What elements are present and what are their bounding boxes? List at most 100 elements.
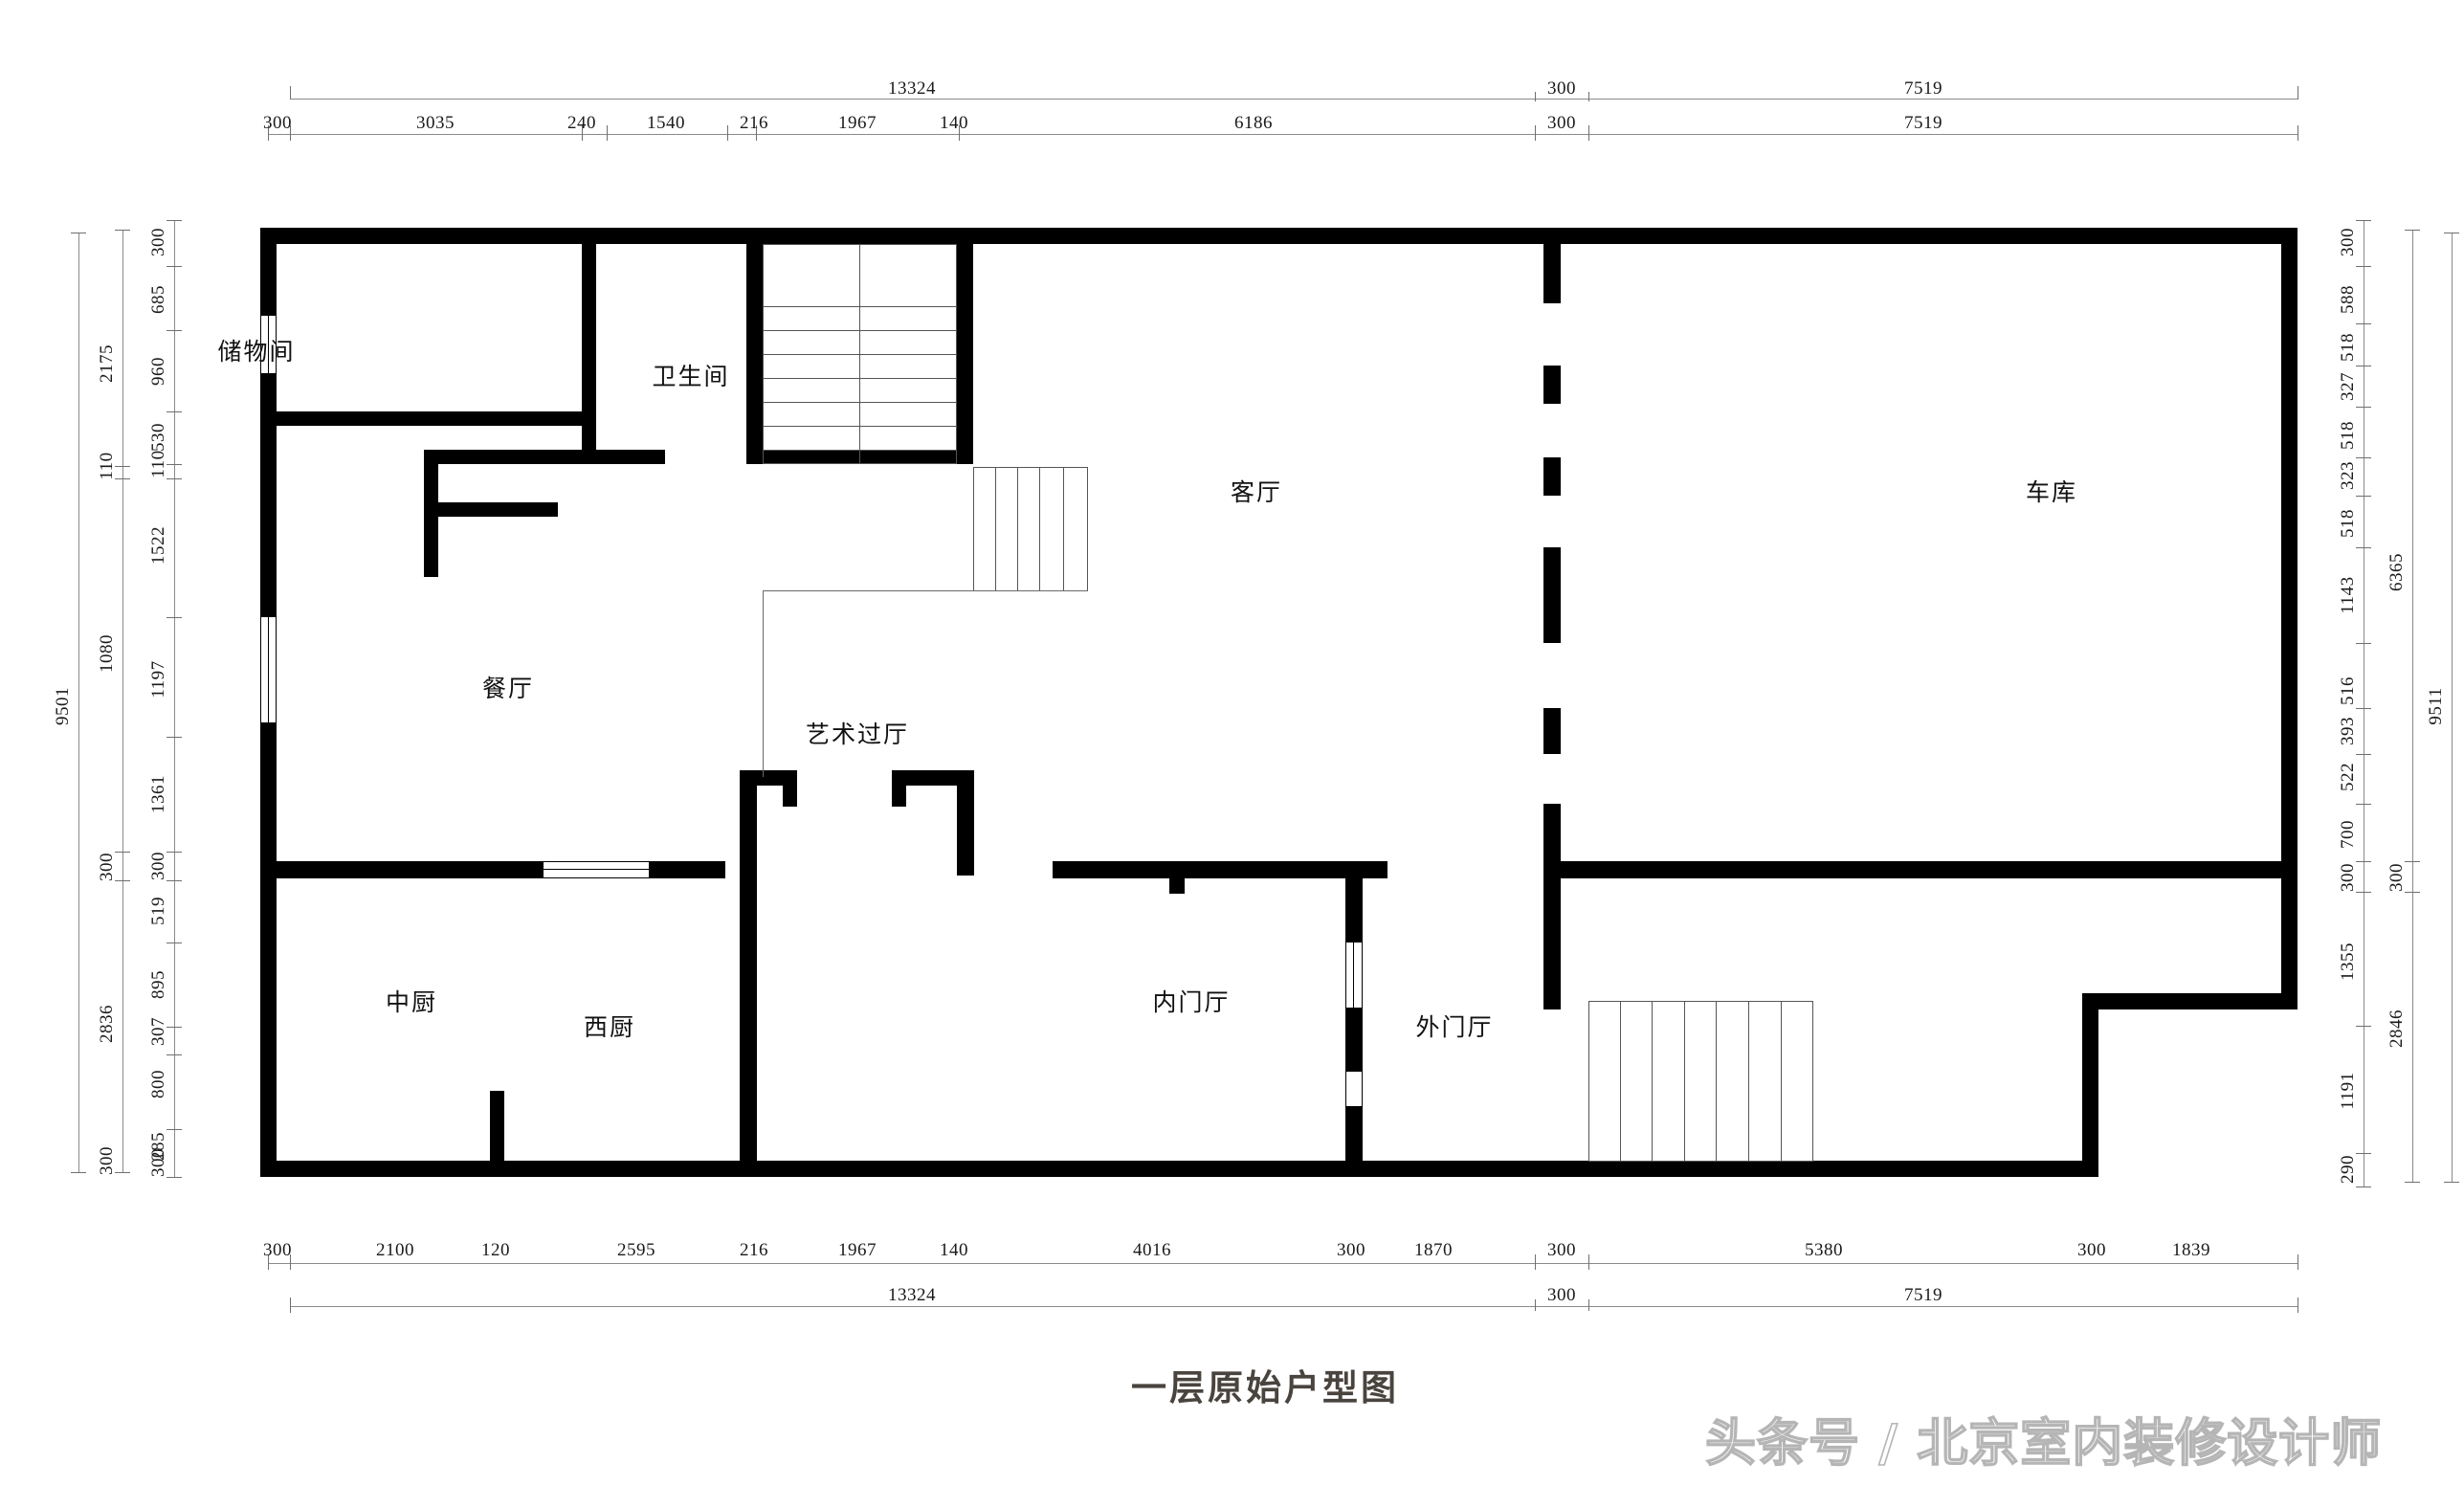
right-mid-tick [2405,1182,2420,1183]
stair-landing-step [1017,467,1018,591]
left-dimension-rule-inner [174,220,175,1177]
dimension-label-left-detail: 800 [148,1070,168,1098]
window-mid-kitchen-mullion [544,869,649,870]
dimension-label-top-detail: 216 [740,113,768,133]
top-rule2-tick [727,125,728,141]
corridor-outline-top [763,590,1088,591]
right-dimension-rule-outer [2452,233,2453,1182]
stair-main-step [763,402,957,403]
right-rule-tick [2356,407,2371,408]
dimension-label-left-group: 1080 [97,634,117,673]
interior-wall-storage-bottom [277,411,596,426]
left-rule-tick [166,880,182,881]
stair-landing-step [1063,467,1064,591]
interior-wall-corridor-left-nub [783,770,797,807]
entry-steps [1588,1001,1813,1162]
right-rule-tick [2356,892,2371,893]
dimension-label-right-detail: 300 [2338,228,2358,256]
left-dimension-rule-outer [78,233,79,1172]
window-left-storage-mullion [268,316,269,373]
dimension-label-right-detail: 1355 [2338,943,2358,981]
exterior-wall-right-step-h [2082,993,2298,1009]
dimension-label-top-detail: 300 [263,113,292,133]
dimension-label-bottom-overall: 300 [1547,1285,1576,1305]
interior-wall-foyer-left [1169,873,1185,894]
dimension-label-bottom-detail: 1967 [838,1240,877,1260]
dimension-label-right-group: 300 [2386,863,2407,892]
bottom-rule2-tick-mid-a [1535,1299,1536,1311]
interior-wall-corridor-left [740,770,757,876]
interior-wall-mid-right-of-corridor [1053,861,1387,878]
left-rule-tick [166,1054,182,1055]
dimension-label-bottom-detail: 140 [940,1240,968,1260]
room-label-living: 客厅 [1230,478,1283,506]
room-label-western-kitchen: 西厨 [583,1013,636,1041]
dimension-label-right-detail: 1191 [2338,1072,2358,1110]
left-rule-tick [166,1129,182,1130]
dimension-label-left-detail: 110 [148,450,168,478]
dimension-label-left-detail: 1361 [148,775,168,813]
stair-landing-step [1039,467,1040,591]
left-outer-tick [71,1172,86,1173]
dimension-label-right-detail: 290 [2338,1155,2358,1184]
dimension-label-top-detail: 300 [1547,113,1576,133]
dimension-label-left-detail: 1522 [148,526,168,565]
right-rule-tick [2356,547,2371,548]
corridor-outline-left [763,590,764,777]
room-label-dining: 餐厅 [481,675,535,702]
interior-wall-closet-stub [424,502,438,577]
dimension-label-bottom-detail: 300 [263,1240,292,1260]
dimension-label-left-detail: 1197 [148,660,168,699]
partition-living-garage-seg2 [1543,366,1561,404]
stair-main-step [763,354,957,355]
left-rule-tick [166,464,182,465]
bottom-rule2-tick-left [290,1297,291,1313]
exterior-wall-bottom [260,1161,2098,1177]
page-title: 一层原始户型图 [1131,1367,1399,1408]
right-rule-tick [2356,496,2371,497]
dimension-label-right-detail: 1143 [2338,576,2358,614]
watermark-text: 头条号 / 北京室内装修设计师 [1704,1413,2383,1474]
entry-step-line [1748,1001,1749,1162]
dimension-label-right-group: 6365 [2386,553,2407,591]
dimension-label-right-detail: 327 [2338,372,2358,401]
dimension-label-top-detail: 6186 [1234,113,1273,133]
left-mid-tick [115,1172,130,1173]
left-mid-tick [115,478,130,479]
top-rule1-tick-mid-a [1535,92,1536,101]
top-rule2-tick [959,125,960,141]
dimension-label-bottom-detail: 300 [1547,1240,1576,1260]
partition-living-garage-seg3 [1543,457,1561,496]
dimension-label-top-overall: 13324 [888,78,936,99]
left-mid-tick [115,230,130,231]
room-label-bathroom: 卫生间 [652,363,730,390]
bottom-rule1-tick [1535,1254,1536,1270]
right-rule-tick [2356,708,2371,709]
dimension-label-right-overall: 9511 [2426,687,2446,725]
dimension-label-top-detail: 1967 [838,113,877,133]
left-mid-tick [115,852,130,853]
dimension-label-left-group: 300 [97,1146,117,1175]
dimension-label-right-detail: 522 [2338,763,2358,791]
dimension-label-right-group: 2846 [2386,1009,2407,1048]
dimension-label-left-detail: 300 [148,228,168,256]
top-rule1-tick-mid-b [1588,92,1589,101]
left-rule-tick [166,617,182,618]
interior-wall-mid-center [649,861,725,878]
dimension-label-bottom-detail: 4016 [1133,1240,1171,1260]
staircase-landing [973,467,1088,591]
exterior-wall-top [260,228,2298,244]
dimension-label-left-detail: 300 [148,1148,168,1177]
left-rule-tick [166,1027,182,1028]
dimension-label-top-detail: 1540 [647,113,685,133]
dimension-label-left-detail: 519 [148,897,168,925]
bottom-dimension-rule-1 [268,1263,2298,1264]
dimension-label-bottom-detail: 1870 [1414,1240,1453,1260]
stair-main-step [763,306,957,307]
room-label-outer-foyer: 外门厅 [1415,1013,1494,1041]
left-dimension-rule-mid [122,230,123,1172]
dimension-label-bottom-detail: 5380 [1805,1240,1843,1260]
left-rule-tick [166,220,182,221]
stair-main-step [763,330,957,331]
